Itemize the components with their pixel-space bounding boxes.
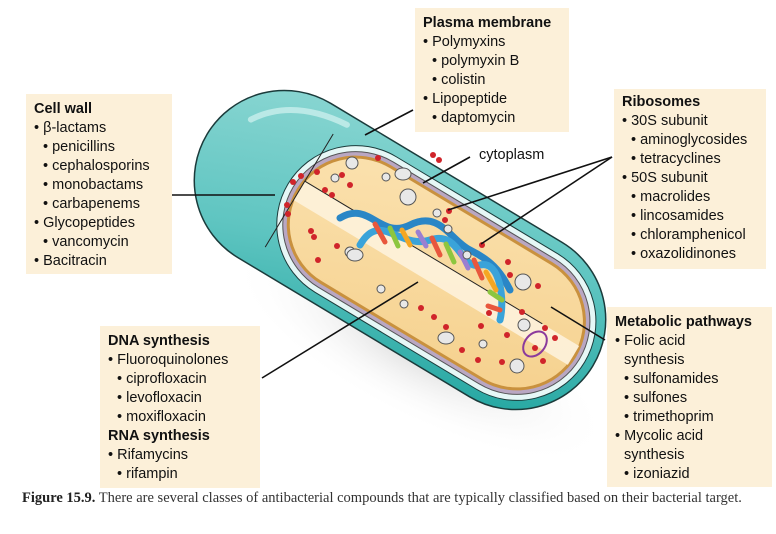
list-item: tetracyclines bbox=[622, 150, 766, 169]
caption-label: Figure 15.9. bbox=[22, 490, 96, 506]
list-item: chloramphenicol bbox=[622, 226, 766, 245]
plasmid bbox=[522, 330, 548, 358]
leader-lines bbox=[172, 109, 613, 379]
list-item: colistin bbox=[423, 71, 569, 90]
list-item: levofloxacin bbox=[108, 389, 260, 408]
box-title: Plasma membrane bbox=[423, 15, 552, 31]
leader-metabolic bbox=[550, 306, 606, 341]
leader-plasma-membrane bbox=[364, 109, 414, 136]
ribosomes bbox=[284, 152, 558, 365]
list-item: monobactams bbox=[34, 176, 172, 195]
list-item: Rifamycins bbox=[108, 446, 260, 465]
metabolic-pathways-box: Metabolic pathways Folic acidsynthesissu… bbox=[607, 307, 772, 487]
list-item: Fluoroquinolones bbox=[108, 351, 260, 370]
list-item: cephalosporins bbox=[34, 157, 172, 176]
box-title-2: RNA synthesis bbox=[108, 428, 210, 444]
list-item: 50S subunit bbox=[622, 169, 766, 188]
list-item: Bacitracin bbox=[34, 252, 172, 271]
leader-cytoplasm bbox=[422, 156, 471, 184]
figure-caption: Figure 15.9. There are several classes o… bbox=[22, 490, 762, 507]
list-item: Folic acid bbox=[615, 332, 772, 351]
list-item: oxazolidinones bbox=[622, 245, 766, 264]
list-item: daptomycin bbox=[423, 109, 569, 128]
plasma-membrane-box: Plasma membrane Polymyxinspolymyxin Bcol… bbox=[415, 8, 569, 132]
leader-ribosome-1 bbox=[447, 156, 613, 211]
list-item: macrolides bbox=[622, 188, 766, 207]
list-item: sulfonamides bbox=[615, 370, 772, 389]
leader-ribosome-2 bbox=[480, 156, 613, 245]
list-item: carbapenems bbox=[34, 195, 172, 214]
list-item: vancomycin bbox=[34, 233, 172, 252]
list-item: trimethoprim bbox=[615, 408, 772, 427]
granules bbox=[330, 156, 532, 374]
cytoplasm-label: cytoplasm bbox=[479, 147, 545, 163]
list-item: polymyxin B bbox=[423, 52, 569, 71]
list-item: Polymyxins bbox=[423, 33, 569, 52]
list-item: aminoglycosides bbox=[622, 131, 766, 150]
list-item: penicillins bbox=[34, 138, 172, 157]
dna-helix bbox=[336, 209, 514, 324]
list-item: β-lactams bbox=[34, 119, 172, 138]
list-item: sulfones bbox=[615, 389, 772, 408]
box-title: Cell wall bbox=[34, 101, 93, 117]
list-item: lincosamides bbox=[622, 207, 766, 226]
cell-capsule bbox=[193, 89, 607, 411]
box-title: Ribosomes bbox=[622, 94, 701, 110]
list-item: Mycolic acid bbox=[615, 427, 772, 446]
box-title: Metabolic pathways bbox=[615, 314, 752, 330]
list-item: Glycopeptides bbox=[34, 214, 172, 233]
leader-dna bbox=[261, 281, 419, 379]
box-title: DNA synthesis bbox=[108, 333, 210, 349]
ribosomes-box: Ribosomes 30S subunitaminoglycosidestetr… bbox=[614, 89, 766, 269]
list-item: Lipopeptide bbox=[423, 90, 569, 109]
list-item: rifampin bbox=[108, 465, 260, 484]
dna-rna-synthesis-box: DNA synthesis Fluoroquinolonesciprofloxa… bbox=[100, 326, 260, 488]
caption-text: There are several classes of antibacteri… bbox=[95, 490, 742, 506]
list-item: ciprofloxacin bbox=[108, 370, 260, 389]
list-item: 30S subunit bbox=[622, 112, 766, 131]
list-item: izoniazid bbox=[615, 465, 772, 484]
list-item: moxifloxacin bbox=[108, 408, 260, 427]
list-item: synthesis bbox=[624, 352, 685, 368]
cell-wall-box: Cell wall β-lactamspenicillinscephalospo… bbox=[26, 94, 172, 274]
list-item: synthesis bbox=[624, 447, 685, 463]
